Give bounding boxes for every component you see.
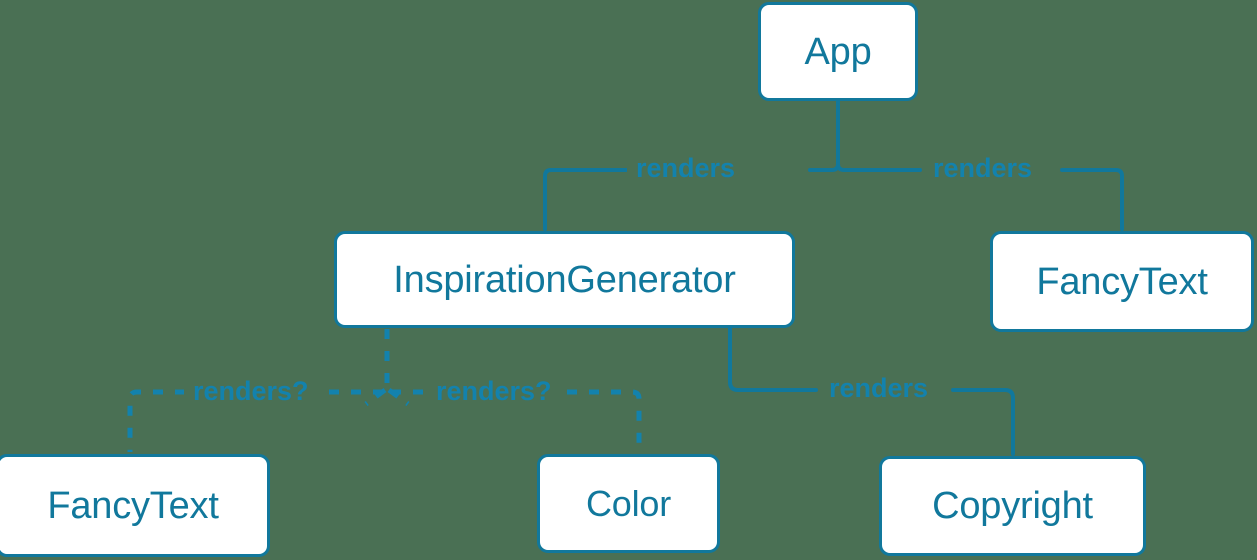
node-fancytext-right[interactable]: FancyText bbox=[990, 231, 1254, 332]
node-copyright[interactable]: Copyright bbox=[879, 456, 1146, 556]
edge-label-inspirationgenerator-to-color: renders? bbox=[427, 378, 561, 405]
node-fancytext-bottom-label: FancyText bbox=[47, 484, 219, 527]
node-fancytext-right-label: FancyText bbox=[1036, 260, 1208, 303]
node-copyright-label: Copyright bbox=[932, 485, 1093, 527]
edge-inspirationgenerator-to-copyright-right bbox=[951, 388, 1015, 456]
edge-inspirationgenerator-to-copyright-left bbox=[728, 326, 818, 392]
edge-question-fork-left bbox=[364, 387, 387, 407]
edge-app-to-inspirationgenerator bbox=[543, 168, 629, 231]
edge-question-fork-right bbox=[387, 387, 410, 407]
edge-app-to-fancytext-right bbox=[1060, 168, 1124, 231]
edge-label-app-to-inspirationgenerator: renders bbox=[627, 155, 745, 182]
node-inspirationgenerator[interactable]: InspirationGenerator bbox=[334, 231, 795, 328]
node-color[interactable]: Color bbox=[537, 454, 720, 553]
edge-inspirationgenerator-to-fancytext-bottom bbox=[127, 389, 383, 452]
node-app[interactable]: App bbox=[758, 2, 918, 101]
node-inspirationgenerator-label: InspirationGenerator bbox=[393, 258, 736, 301]
edge-app-stem-left bbox=[808, 99, 840, 172]
edge-inspirationgenerator-to-color bbox=[391, 389, 642, 452]
edge-label-inspirationgenerator-to-copyright: renders bbox=[820, 375, 938, 402]
edge-label-inspirationgenerator-to-fancytext-bottom: renders? bbox=[184, 378, 318, 405]
node-app-label: App bbox=[804, 30, 872, 73]
node-fancytext-bottom[interactable]: FancyText bbox=[0, 454, 270, 557]
edge-app-stem-right bbox=[836, 99, 922, 172]
node-color-label: Color bbox=[585, 482, 672, 524]
edge-label-app-to-fancytext-right: renders bbox=[924, 155, 1042, 182]
